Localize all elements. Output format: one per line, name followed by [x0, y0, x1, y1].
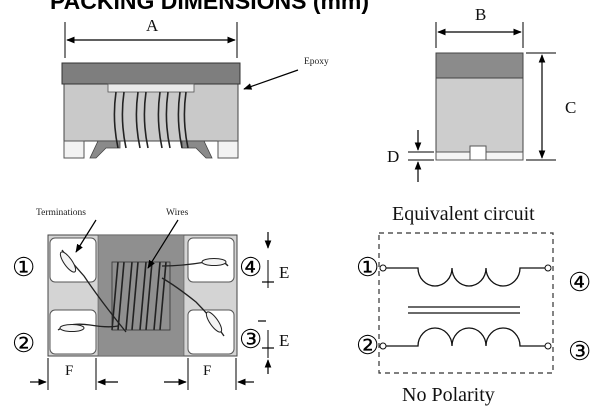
- page-title: PACKING DIMENSIONS (mm): [50, 0, 369, 14]
- dimension-b-label: B: [475, 5, 486, 24]
- epoxy-top-layer: [61, 62, 241, 85]
- dimension-c-label: C: [565, 98, 576, 117]
- circuit-box: [378, 232, 554, 374]
- no-polarity-label: No Polarity: [402, 384, 495, 406]
- wires-leader: [147, 219, 179, 269]
- pin-4-label: ④: [239, 253, 262, 283]
- termination-pad-3: [187, 309, 235, 355]
- epoxy-leader: [243, 69, 299, 90]
- circuit-pin-1-label: ①: [356, 253, 379, 283]
- terminations-label: Terminations: [36, 208, 86, 218]
- termination-pad-1: [49, 237, 97, 283]
- equivalent-circuit-title: Equivalent circuit: [392, 203, 535, 225]
- wires-label: Wires: [166, 208, 189, 218]
- circuit-pin-2-label: ②: [356, 331, 379, 361]
- lower-inductor: [383, 327, 546, 347]
- dimension-e-label-bottom: E: [279, 331, 289, 350]
- circuit-pin-4-label: ④: [568, 268, 591, 298]
- equivalent-circuit: ① ② ④ ③ No Polarity: [356, 232, 591, 406]
- front-view: A Epoxy: [61, 16, 329, 159]
- epoxy-label: Epoxy: [304, 57, 329, 67]
- dimension-f-right-label: F: [203, 363, 211, 379]
- pin-1-label: ①: [12, 253, 35, 283]
- terminal-right: [217, 140, 239, 159]
- terminations-leader: [75, 219, 97, 253]
- circuit-pin-3-label: ③: [568, 337, 591, 367]
- dimension-d-label: D: [387, 147, 399, 166]
- side-top: [435, 52, 524, 79]
- termination-pad-2: [49, 309, 97, 355]
- dimension-f-left-label: F: [65, 363, 73, 379]
- side-body: [435, 77, 524, 153]
- bottom-winding: [111, 261, 167, 331]
- side-view: B C D: [387, 5, 576, 182]
- dimension-a-label: A: [146, 16, 159, 35]
- upper-inductor: [383, 267, 546, 287]
- winding-coil: [113, 91, 189, 149]
- terminal-left: [63, 140, 85, 159]
- pin-2-label: ②: [12, 329, 35, 359]
- core-body: [63, 82, 239, 142]
- bottom-view: Terminations Wires: [12, 208, 289, 390]
- dimension-e-label-top: E: [279, 263, 289, 282]
- pin-3-label: ③: [239, 325, 262, 355]
